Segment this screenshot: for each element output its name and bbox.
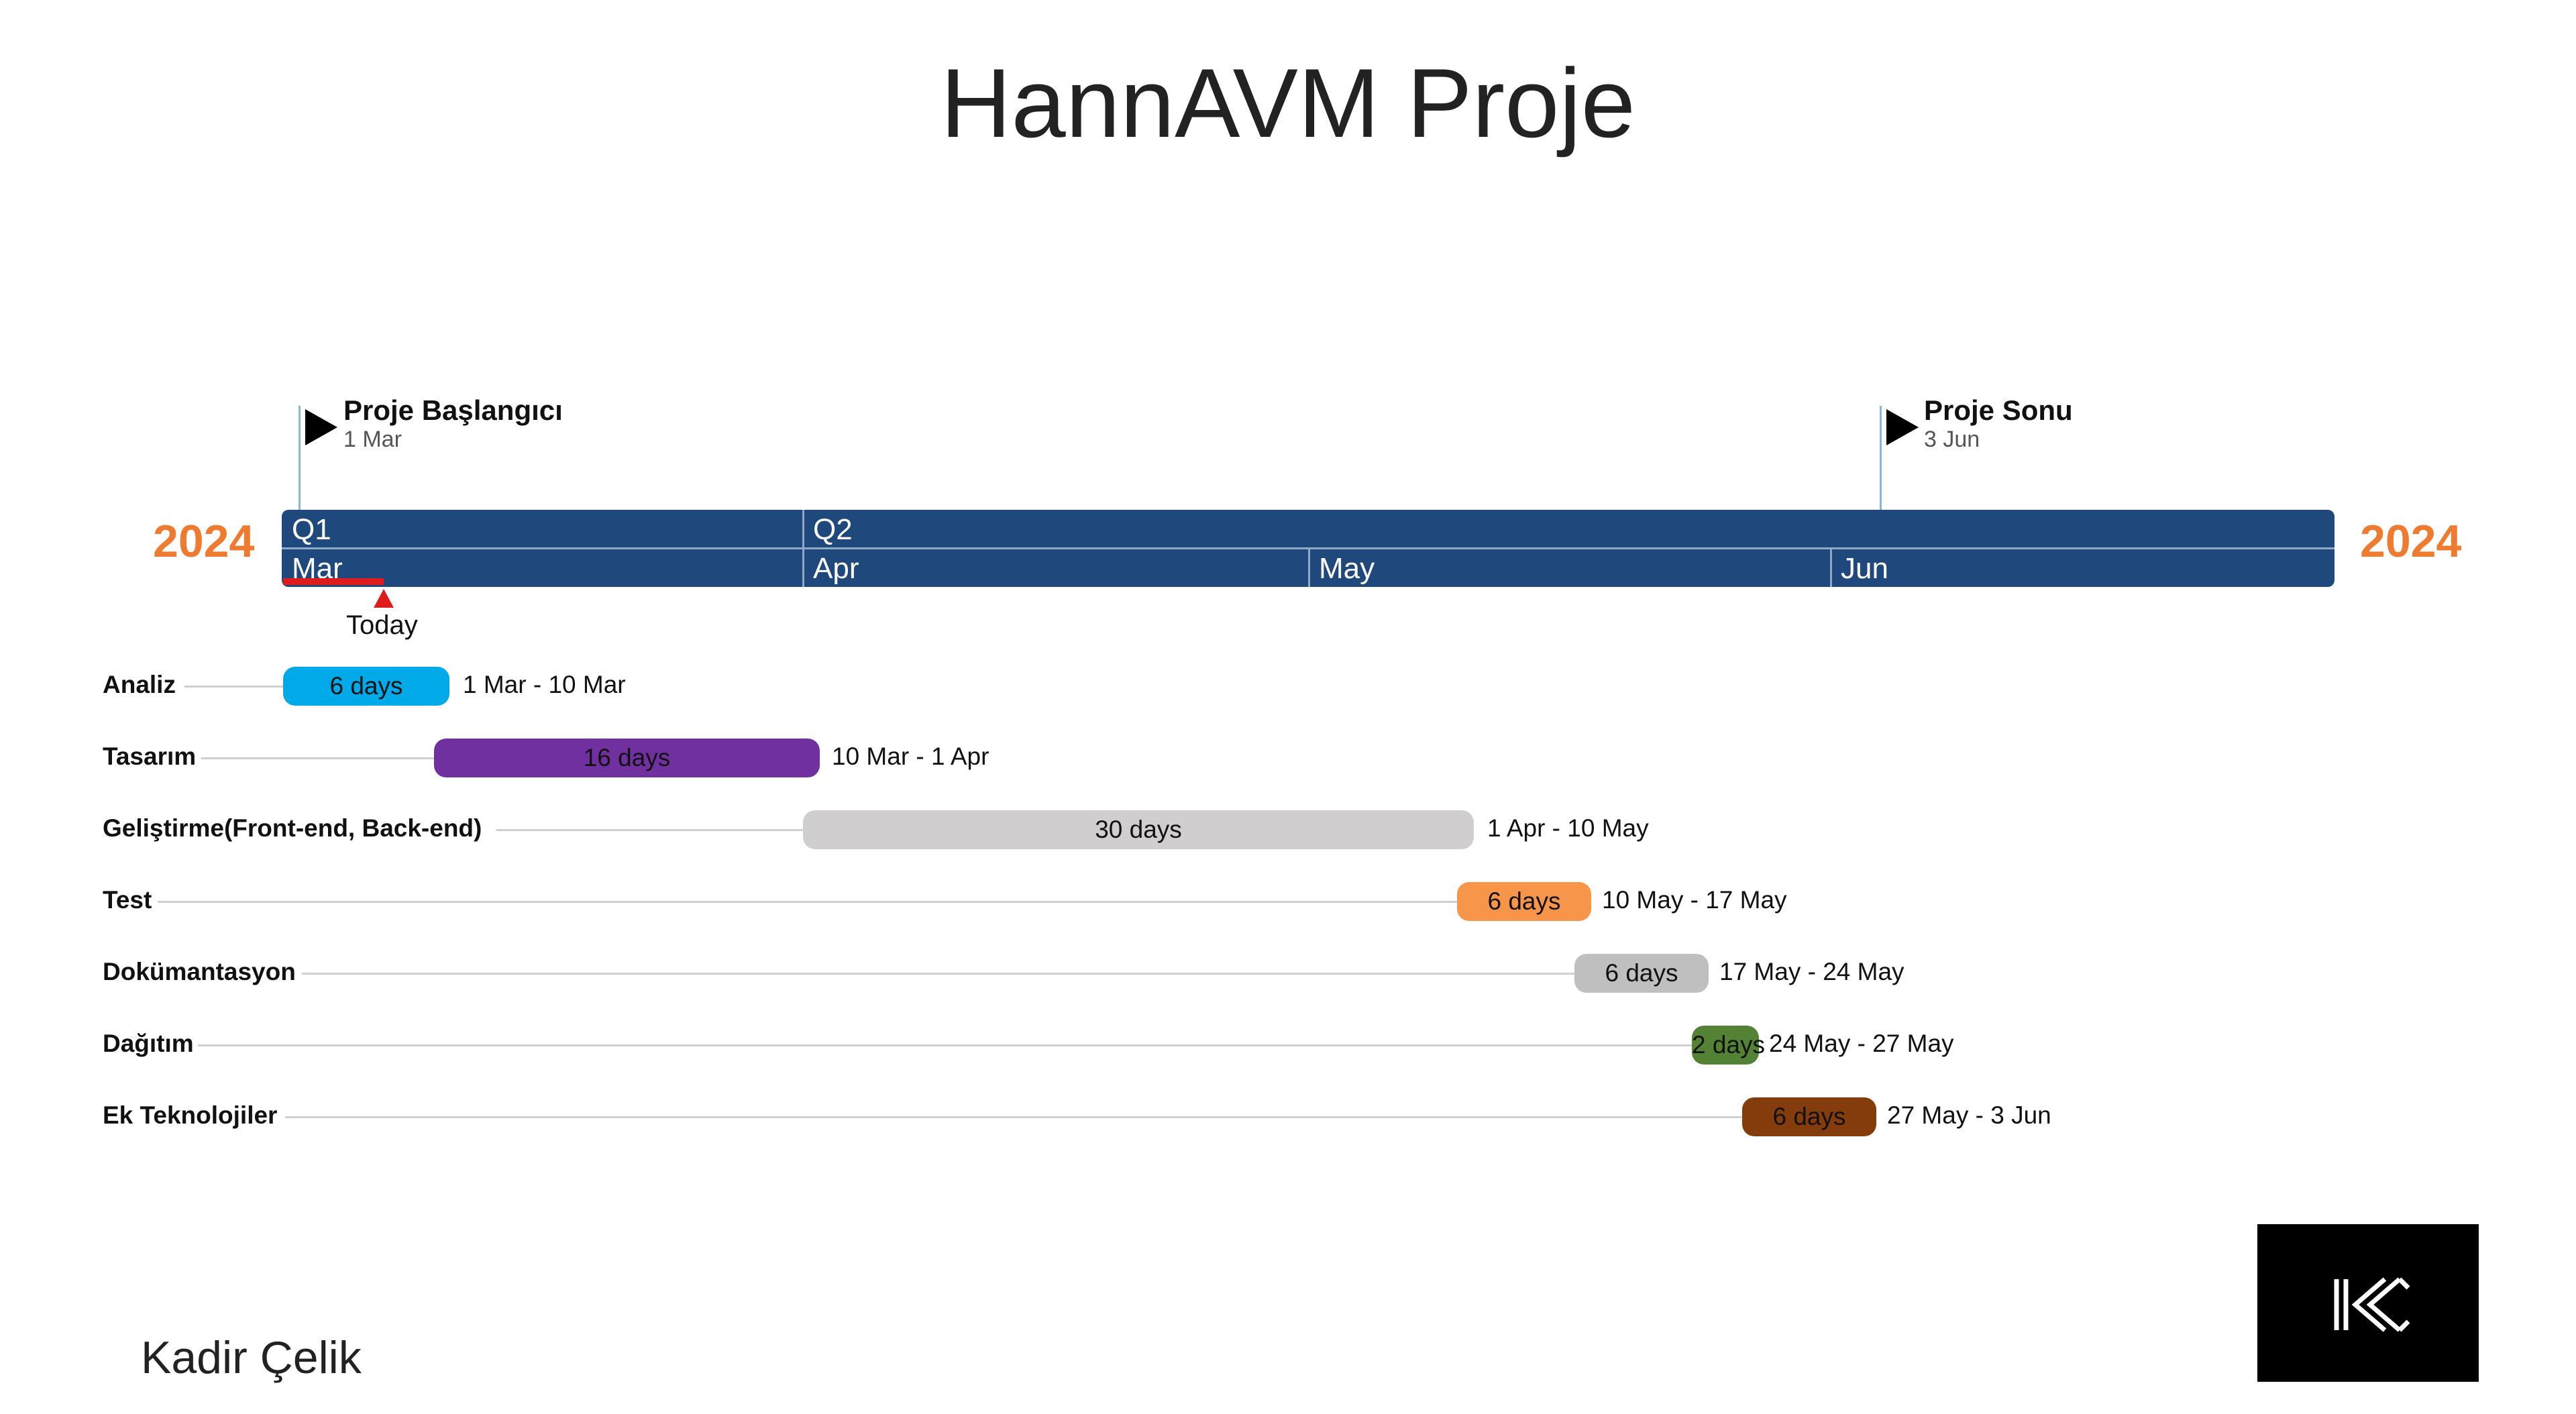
quarter-divider — [802, 510, 804, 587]
task-label: Geliştirme(Front-end, Back-end) — [103, 814, 482, 842]
today-label: Today — [346, 610, 418, 640]
month-divider — [1830, 549, 1832, 587]
quarter-label-q1: Q1 — [292, 513, 331, 546]
task-duration: 6 days — [1605, 959, 1678, 987]
task-guide-line — [496, 829, 805, 831]
task-dates: 24 May - 27 May — [1769, 1030, 1954, 1057]
task-guide-line — [184, 686, 285, 688]
today-progress-bar — [283, 578, 384, 585]
task-guide-line — [158, 901, 1459, 903]
task-dates: 1 Apr - 10 May — [1487, 814, 1649, 842]
task-duration: 2 days — [1692, 1031, 1766, 1058]
kc-logo-icon — [2334, 1277, 2410, 1332]
task-duration: 16 days — [583, 744, 671, 771]
task-bar[interactable]: 6 days — [1574, 954, 1709, 993]
task-guide-line — [302, 973, 1576, 975]
timescale-band: Q1 Q2 Mar Apr May Jun — [282, 510, 2334, 587]
year-label-left: 2024 — [153, 516, 255, 567]
task-dates: 27 May - 3 Jun — [1887, 1101, 2051, 1129]
milestone-end-title: Proje Sonu — [1924, 394, 2073, 426]
task-duration: 6 days — [1772, 1103, 1846, 1130]
task-dates: 17 May - 24 May — [1719, 958, 1904, 985]
today-marker-icon — [374, 589, 394, 608]
task-guide-line — [201, 757, 436, 759]
milestone-start-title: Proje Başlangıcı — [343, 394, 563, 426]
task-label: Tasarım — [103, 743, 197, 770]
brand-logo — [2257, 1224, 2479, 1382]
task-label: Analiz — [103, 671, 176, 698]
task-dates: 10 May - 17 May — [1602, 886, 1787, 914]
task-bar[interactable]: 16 days — [434, 739, 820, 777]
month-label-apr: Apr — [813, 552, 859, 585]
flag-icon — [305, 409, 337, 445]
task-bar[interactable]: 6 days — [283, 667, 449, 706]
milestone-start-date: 1 Mar — [343, 427, 402, 452]
task-dates: 10 Mar - 1 Apr — [832, 743, 989, 770]
task-label: Test — [103, 886, 152, 914]
task-dates: 1 Mar - 10 Mar — [463, 671, 626, 698]
page-title: HannAVM Proje — [941, 48, 1635, 158]
task-guide-line — [198, 1044, 1694, 1046]
task-label: Dağıtım — [103, 1030, 194, 1057]
task-duration: 6 days — [329, 672, 403, 700]
task-label: Ek Teknolojiler — [103, 1101, 278, 1129]
task-duration: 30 days — [1095, 816, 1182, 843]
milestone-end-date: 3 Jun — [1924, 427, 1980, 452]
task-bar[interactable]: 6 days — [1742, 1097, 1876, 1136]
task-label: Dokümantasyon — [103, 958, 296, 985]
task-duration: 6 days — [1487, 887, 1561, 915]
task-guide-line — [285, 1116, 1744, 1118]
month-label-may: May — [1319, 552, 1375, 585]
year-label-right: 2024 — [2360, 516, 2462, 567]
month-label-jun: Jun — [1841, 552, 1888, 585]
timescale-divider — [282, 547, 2334, 549]
milestone-end-line — [1880, 406, 1882, 513]
quarter-label-q2: Q2 — [813, 513, 853, 546]
task-bar[interactable]: 30 days — [803, 810, 1474, 849]
task-bar[interactable]: 6 days — [1457, 882, 1591, 921]
author-name: Kadir Çelik — [141, 1332, 362, 1383]
milestone-start-line — [299, 406, 301, 513]
flag-icon — [1886, 409, 1919, 445]
month-divider — [1308, 549, 1310, 587]
task-bar[interactable]: 2 days — [1692, 1026, 1765, 1065]
